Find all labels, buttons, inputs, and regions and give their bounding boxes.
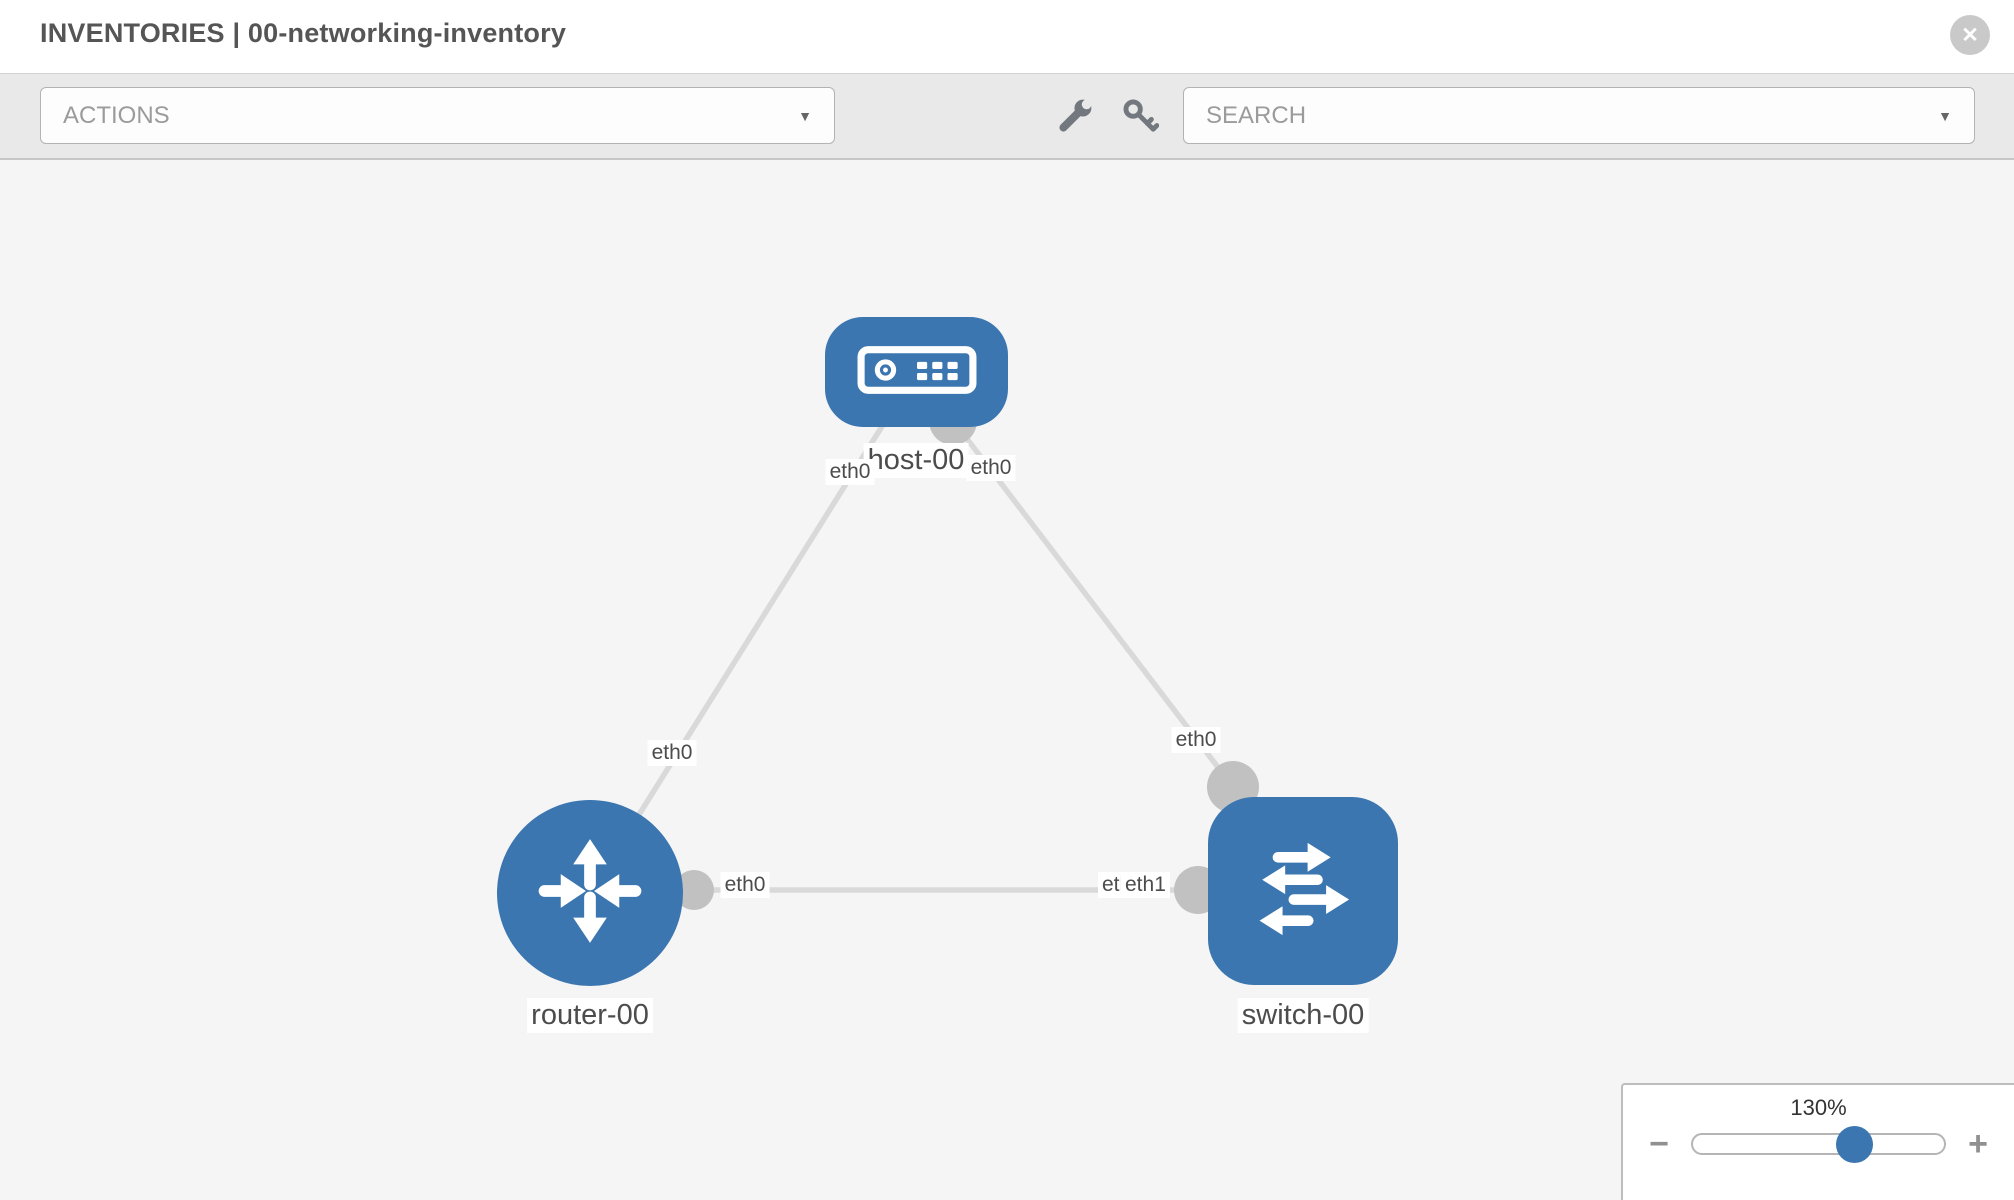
- key-button[interactable]: [1118, 96, 1162, 140]
- iface-label-switch-eth1-left: eth1: [1121, 872, 1170, 898]
- wrench-icon: [1056, 97, 1094, 140]
- zoom-level-value: 130%: [1790, 1095, 1847, 1120]
- actions-dropdown-label: ACTIONS: [63, 101, 170, 129]
- switch-arrows-icon: [1237, 823, 1369, 960]
- topology-canvas[interactable]: [0, 160, 2014, 1200]
- chevron-down-icon: ▼: [798, 107, 812, 124]
- iface-label-router-eth0-right: eth0: [720, 872, 770, 898]
- router-arrows-icon: [525, 826, 655, 961]
- actions-dropdown[interactable]: ACTIONS ▼: [40, 87, 835, 144]
- wrench-button[interactable]: [1053, 96, 1097, 140]
- node-switch-00[interactable]: [1208, 797, 1398, 985]
- iface-label-host-eth0-left: eth0: [825, 459, 875, 485]
- page-title: INVENTORIES | 00-networking-inventory: [40, 18, 567, 48]
- node-label-router-00: router-00: [527, 998, 653, 1033]
- zoom-in-button[interactable]: +: [1968, 1125, 1988, 1163]
- search-dropdown[interactable]: SEARCH ▼: [1183, 87, 1975, 144]
- search-dropdown-label: SEARCH: [1206, 101, 1307, 129]
- zoom-slider-track[interactable]: [1691, 1126, 1946, 1163]
- header: INVENTORIES | 00-networking-inventory ✕: [0, 0, 2014, 73]
- zoom-slider-thumb[interactable]: [1835, 1126, 1873, 1163]
- server-icon: [856, 342, 978, 403]
- toolbar: ACTIONS ▼ SEARCH ▼: [0, 73, 2014, 160]
- zoom-panel: 130% − +: [1621, 1083, 2014, 1200]
- iface-label-router-eth0-top: eth0: [647, 740, 697, 766]
- chevron-down-icon: ▼: [1938, 107, 1952, 124]
- iface-label-host-eth0-right: eth0: [966, 455, 1016, 481]
- node-label-switch-00: switch-00: [1237, 998, 1369, 1033]
- key-icon: [1121, 97, 1160, 140]
- node-host-00[interactable]: [825, 317, 1008, 427]
- iface-label-switch-eth0-top: eth0: [1171, 727, 1221, 753]
- node-router-00[interactable]: [497, 800, 683, 986]
- zoom-out-button[interactable]: −: [1649, 1125, 1669, 1163]
- node-label-host-00: host-00: [863, 443, 969, 478]
- close-icon[interactable]: ✕: [1950, 15, 1990, 55]
